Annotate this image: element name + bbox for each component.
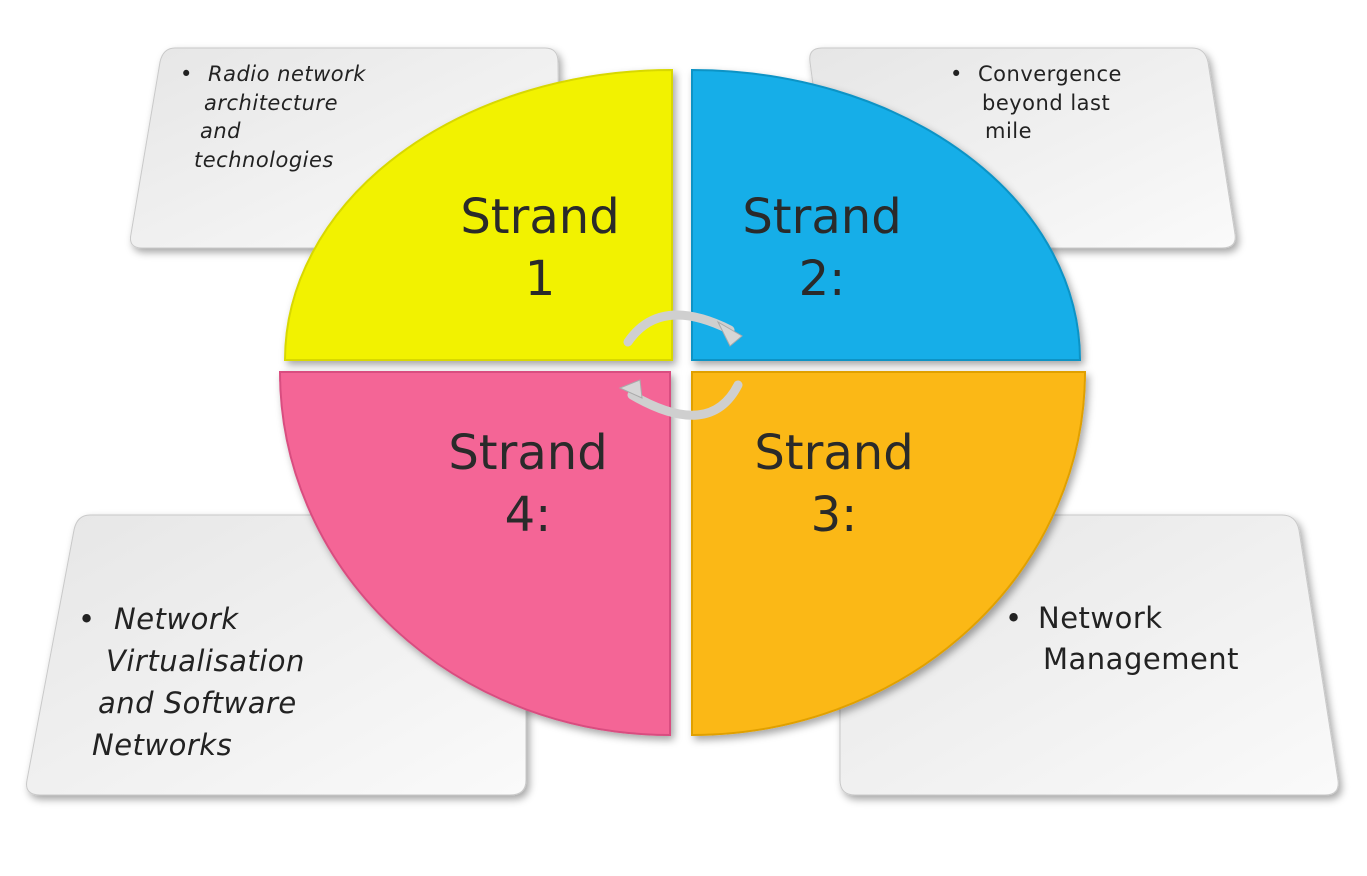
line: Network: [1038, 601, 1163, 635]
strand-2-label: Strand 2:: [722, 186, 922, 310]
strand-3-label: Strand 3:: [734, 422, 934, 546]
strand-title: Strand: [742, 189, 902, 245]
line: Convergence: [978, 62, 1122, 86]
line: and Software: [98, 686, 297, 720]
arrowhead-top-icon: [716, 320, 743, 347]
strand-title: Strand: [754, 425, 914, 481]
bullet: •: [180, 62, 193, 86]
cycle-arrows: [618, 310, 743, 420]
strand-title: Strand: [448, 425, 608, 481]
arrowhead-bottom-icon: [618, 379, 643, 399]
line: beyond last: [982, 90, 1111, 115]
strand-4-label: Strand 4:: [428, 422, 628, 546]
line: mile: [985, 119, 1033, 143]
line: Radio network: [208, 62, 366, 86]
strand-number: 4:: [504, 487, 552, 543]
strand-2-description: • Convergence beyond last mile: [950, 60, 1122, 146]
line: Virtualisation: [106, 644, 305, 678]
strand-title: Strand: [460, 189, 620, 245]
strand-1-label: Strand 1: [440, 186, 640, 310]
strand-number: 3:: [810, 487, 858, 543]
line: and: [200, 119, 242, 143]
quadrant-strand-1: [283, 68, 673, 361]
quadrant-strand-2: [691, 68, 1082, 361]
bullet: •: [78, 602, 96, 636]
strand-3-description: • Network Management: [1005, 598, 1239, 680]
arrow-clockwise-top-icon: [623, 310, 735, 347]
bullet: •: [1005, 601, 1023, 635]
strand-1-description: • Radio network architecture and technol…: [180, 60, 366, 174]
strand-number: 1: [524, 251, 556, 307]
line: Networks: [92, 728, 233, 762]
line: Management: [1043, 642, 1240, 676]
strand-number: 2:: [798, 251, 846, 307]
circle-quadrants: [278, 68, 1087, 737]
line: technologies: [194, 147, 334, 172]
line: Network: [114, 602, 239, 636]
bullet: •: [950, 62, 963, 86]
strand-4-description: • Network Virtualisation and Software Ne…: [78, 598, 305, 766]
arrow-clockwise-bottom-icon: [627, 380, 743, 420]
line: architecture: [204, 90, 338, 115]
quadrant-strand-3: [691, 371, 1087, 737]
quadrant-strand-4: [278, 371, 671, 737]
